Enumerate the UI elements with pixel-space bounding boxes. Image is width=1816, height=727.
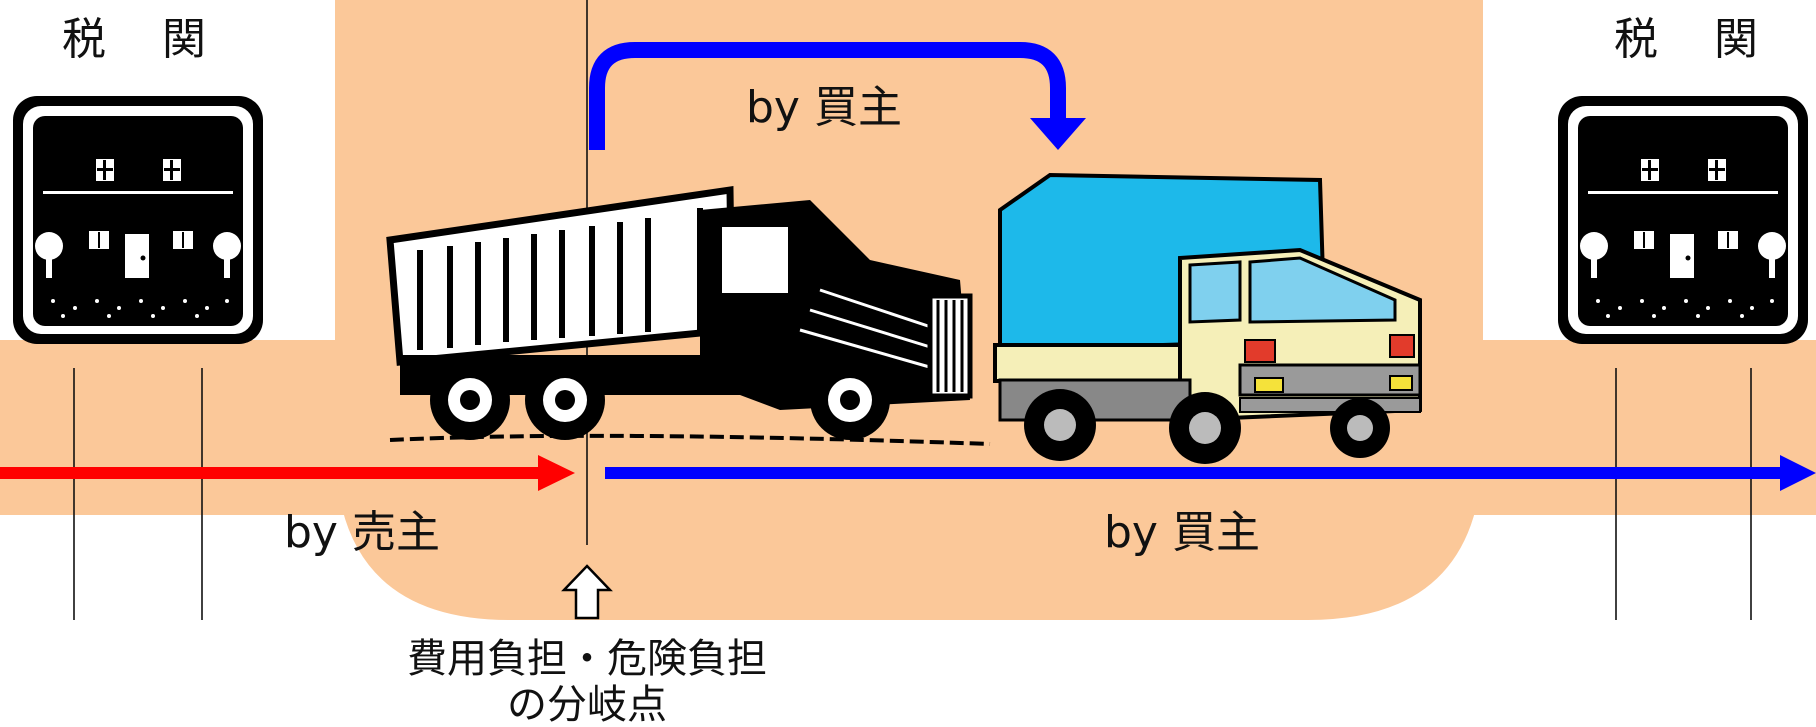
customs-left: 税 関 [13, 14, 263, 344]
cargo-truck-icon [993, 172, 1422, 464]
customs-boundary-lines [73, 368, 1752, 620]
buyer-main-arrow-label: by 買主 [1104, 507, 1260, 558]
buyer-main-arrow [605, 455, 1816, 491]
customs-house-icon [13, 96, 263, 344]
buyer-loading-arrow-label: by 買主 [746, 82, 902, 133]
ground-dots [51, 299, 229, 318]
customs-right-label: 税 関 [1614, 14, 1764, 65]
ground-dots [1596, 299, 1774, 318]
transfer-point-line1: 費用負担・危険負担 [407, 636, 767, 682]
customs-house-icon [1558, 96, 1808, 344]
dump-truck-wheels [430, 360, 890, 440]
buyer-loading-arrow [589, 42, 1086, 150]
cargo-truck-wheels [1024, 389, 1390, 464]
dump-truck-icon [386, 185, 991, 446]
transfer-point-line2: の分岐点 [507, 682, 667, 727]
up-arrow-outline-icon [561, 564, 613, 620]
customs-right: 税 関 [1558, 14, 1808, 344]
seller-arrow-label: by 売主 [284, 507, 440, 558]
customs-left-label: 税 関 [62, 14, 212, 65]
seller-arrow [0, 455, 575, 491]
